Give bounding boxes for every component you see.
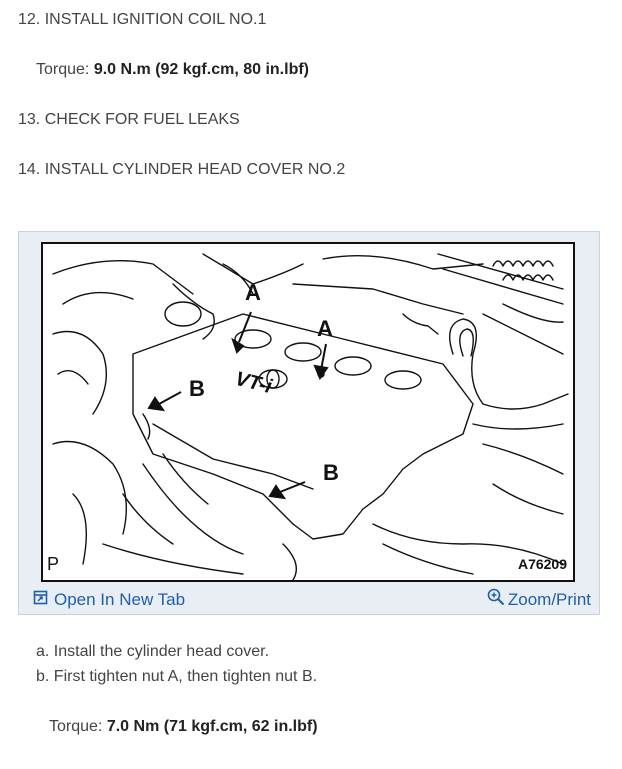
step-12: 12. INSTALL IGNITION COIL NO.1 (18, 10, 266, 30)
callout-a-1: A (245, 280, 261, 305)
step-14: 14. INSTALL CYLINDER HEAD COVER NO.2 (18, 160, 345, 180)
figure-id: A76209 (517, 556, 567, 572)
figure-container: VT-i A A B B P A76209 Open In New Tab (18, 231, 600, 615)
callout-b-1: B (189, 376, 205, 401)
zoom-in-icon (487, 588, 505, 611)
corner-label-p: P (47, 554, 60, 574)
torque-step-14: Torque: 7.0 Nm (71 kgf.cm, 62 in.lbf) (49, 717, 318, 737)
step-13: 13. CHECK FOR FUEL LEAKS (18, 110, 240, 130)
open-new-tab-icon (33, 590, 48, 610)
substep-b: b. First tighten nut A, then tighten nut… (36, 668, 318, 685)
step-text: CHECK FOR FUEL LEAKS (44, 111, 240, 128)
torque-label: Torque: (49, 718, 103, 735)
step-number: 14. (18, 161, 41, 178)
open-new-tab-label: Open In New Tab (54, 590, 186, 609)
torque-step-12: Torque: 9.0 N.m (92 kgf.cm, 80 in.lbf) (36, 60, 309, 80)
torque-value: 7.0 Nm (71 kgf.cm, 62 in.lbf) (106, 718, 318, 735)
step-number: 12. (18, 11, 41, 28)
step-text: INSTALL CYLINDER HEAD COVER NO.2 (44, 161, 346, 178)
torque-value: 9.0 N.m (92 kgf.cm, 80 in.lbf) (93, 61, 309, 78)
callout-b-2: B (323, 460, 339, 485)
figure-toolbar: Open In New Tab Zoom/Print (19, 584, 599, 614)
zoom-print-link[interactable]: Zoom/Print (487, 588, 591, 611)
substep-a: a. Install the cylinder head cover. (36, 643, 270, 660)
step-text: INSTALL IGNITION COIL NO.1 (44, 11, 267, 28)
torque-label: Torque: (36, 61, 90, 78)
engine-illustration: VT-i A A B B (52, 253, 569, 580)
open-new-tab-link[interactable]: Open In New Tab (33, 590, 185, 610)
step-number: 13. (18, 111, 41, 128)
callout-a-2: A (317, 316, 333, 341)
engine-diagram[interactable]: VT-i A A B B P A76209 (41, 242, 575, 582)
zoom-print-label: Zoom/Print (507, 589, 591, 609)
